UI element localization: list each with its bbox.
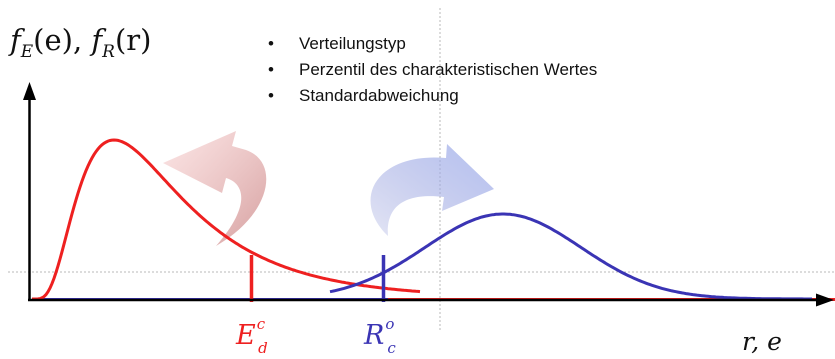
bullet-item: Perzentil des charakteristischen Wertes <box>262 57 597 83</box>
y-axis-label: fE(e), fR(r) <box>8 23 151 62</box>
resistance-distribution-curve <box>329 212 812 301</box>
x-axis-arrowhead <box>816 293 834 307</box>
parameter-list: Verteilungstyp Perzentil des charakteris… <box>262 31 597 109</box>
resistance-curved-arrow <box>370 144 494 236</box>
x-axis-label: r, e <box>742 327 782 356</box>
y-axis-arrowhead <box>23 82 36 100</box>
bullet-item: Verteilungstyp <box>262 31 597 57</box>
bullet-item: Standardabweichung <box>262 83 597 109</box>
load-curved-arrow <box>163 131 267 246</box>
